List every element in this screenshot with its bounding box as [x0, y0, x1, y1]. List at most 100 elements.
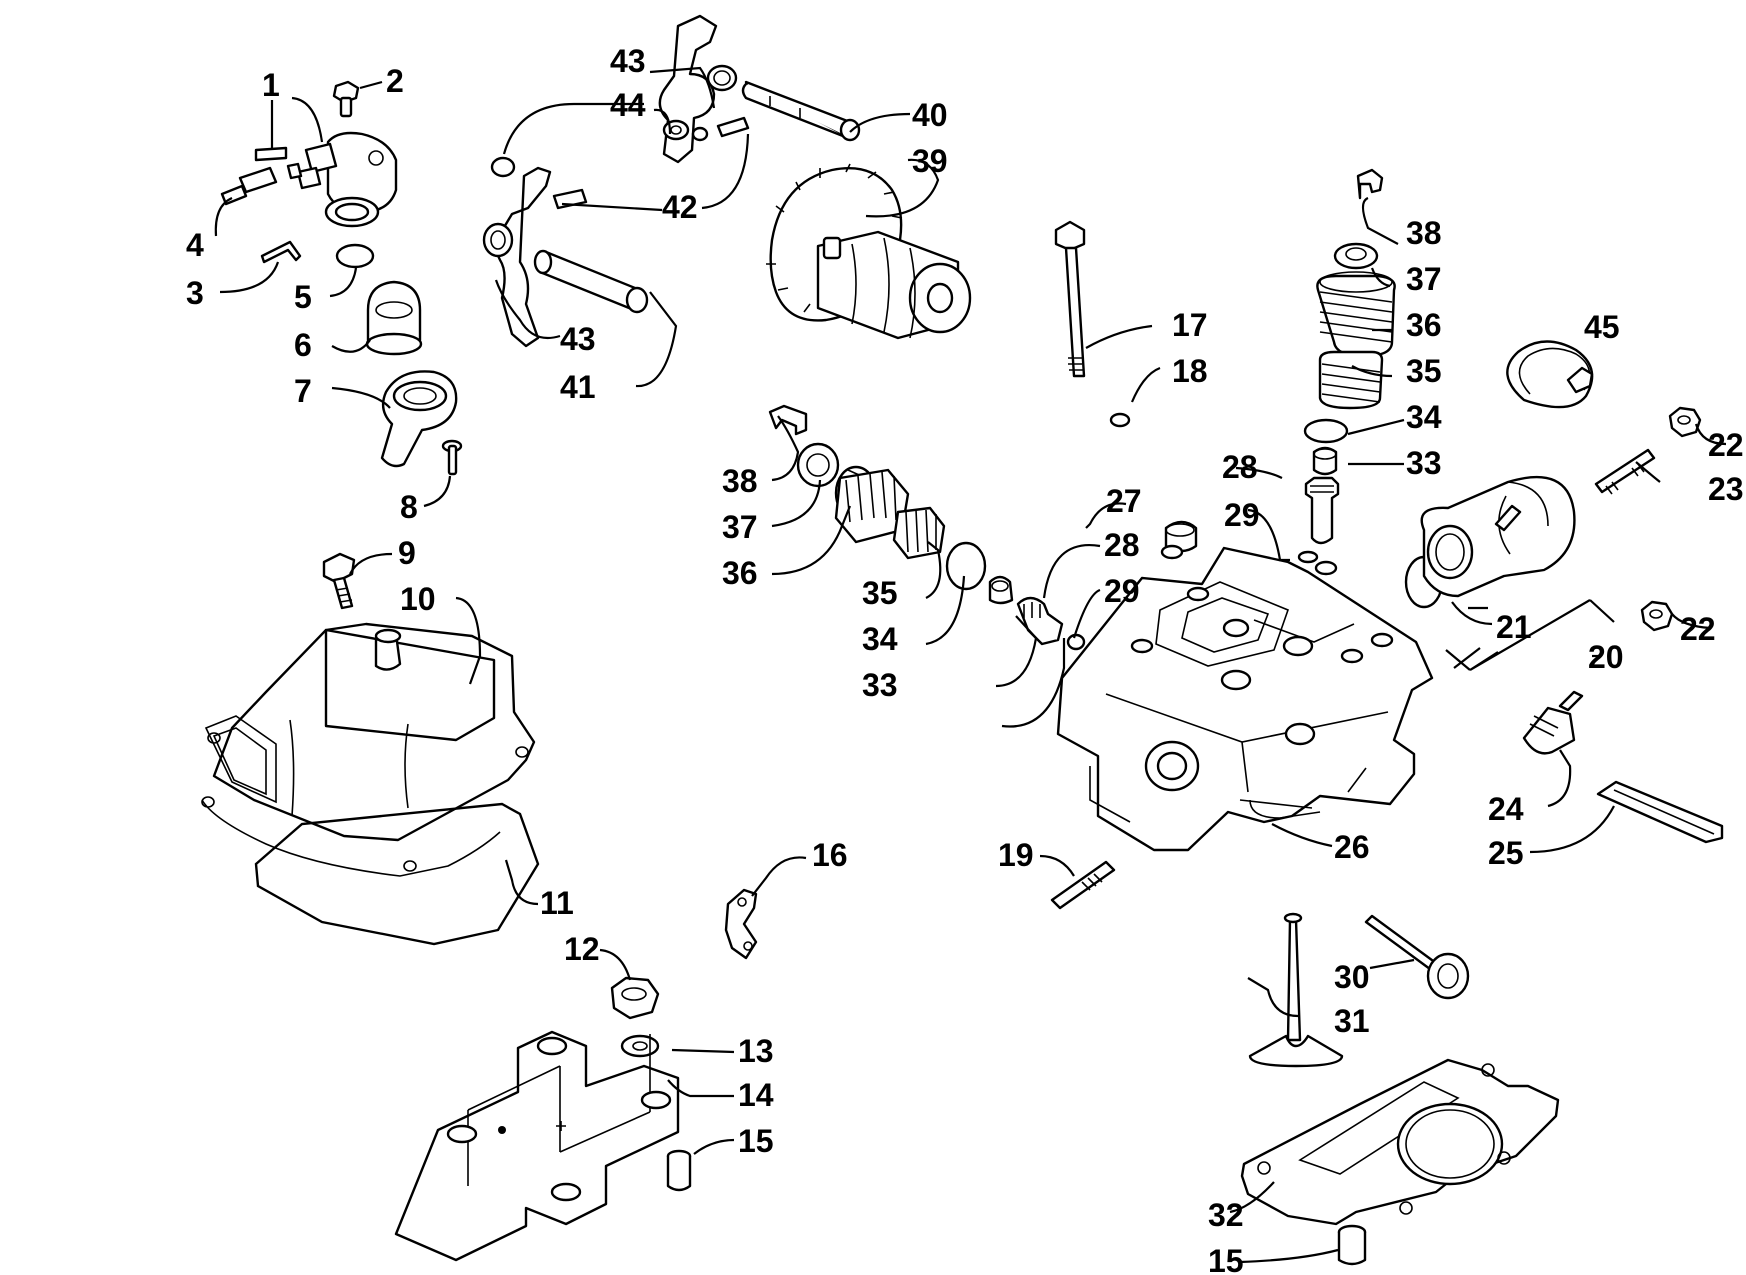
part-19-stud: [1050, 860, 1116, 910]
part-40-rocker-shaft: [741, 80, 861, 142]
part-38-keeper-right: [1356, 168, 1384, 200]
callout-25: 25: [1488, 835, 1524, 871]
callout-4: 4: [186, 227, 204, 263]
callout-18: 18: [1172, 353, 1208, 389]
callout-38b: 38: [1406, 215, 1442, 251]
part-5-o-ring: [335, 243, 375, 269]
valve-spring-group-right: [1297, 168, 1396, 564]
callout-7: 7: [294, 373, 312, 409]
callout-15b: 15: [1208, 1243, 1244, 1275]
callout-43b: 43: [560, 321, 596, 357]
callout-9: 9: [398, 535, 416, 571]
part-36-outer-spring-right: [1316, 271, 1396, 358]
rocker-arm-group: [482, 14, 861, 348]
callout-2: 2: [386, 63, 404, 99]
part-2-bolt: [332, 80, 360, 118]
callout-1: 1: [262, 67, 280, 103]
part-31-valve: [1248, 912, 1344, 1068]
callout-15a: 15: [738, 1123, 774, 1159]
part-28-valve-guide-left: [1016, 596, 1064, 646]
callout-42: 42: [662, 189, 698, 225]
callout-35b: 35: [1406, 353, 1442, 389]
part-22-nut-lower: [1640, 600, 1674, 632]
callout-17: 17: [1172, 307, 1208, 343]
part-34-washer-left: [945, 541, 987, 591]
callout-32: 32: [1208, 1197, 1244, 1233]
part-4-temperature-sensor: [220, 162, 303, 206]
part-15-dowel-left: [666, 1149, 692, 1192]
callout-21: 21: [1496, 609, 1532, 645]
callout-19: 19: [998, 837, 1034, 873]
part-44-nut: [662, 119, 690, 141]
callout-13: 13: [738, 1033, 774, 1069]
callout-35a: 35: [862, 575, 898, 611]
callout-5: 5: [294, 279, 312, 315]
callout-45: 45: [1584, 309, 1620, 345]
part-24-sensor: [1522, 690, 1584, 755]
part-43-rocker-arm-lower: [482, 166, 552, 348]
callout-29a: 29: [1104, 573, 1140, 609]
part-33-seal-right: [1312, 446, 1338, 476]
part-14-rocker-support: [394, 1030, 680, 1262]
part-10-valve-cover: [201, 622, 536, 877]
part-32-head-gasket: [1240, 1058, 1560, 1226]
part-35-inner-spring-left: [892, 506, 946, 560]
callout-26: 26: [1334, 829, 1370, 865]
part-26-cylinder-head: [1056, 544, 1434, 852]
part-6-cap: [365, 280, 423, 356]
callout-29b: 29: [1224, 497, 1260, 533]
part-7-thermostat-cover: [380, 370, 458, 468]
callout-43a: 43: [610, 43, 646, 79]
callout-24: 24: [1488, 791, 1524, 827]
callout-12: 12: [564, 931, 600, 967]
callout-44: 44: [610, 87, 646, 123]
callout-37a: 37: [722, 509, 758, 545]
callout-20: 20: [1588, 639, 1624, 675]
callout-37b: 37: [1406, 261, 1442, 297]
part-39-camshaft: [766, 163, 972, 340]
callout-22a: 22: [1708, 427, 1744, 463]
part-33-seal-left: [988, 575, 1014, 605]
callout-40: 40: [912, 97, 948, 133]
part-3-hex-key: [260, 240, 302, 264]
part-18-washer: [1109, 412, 1131, 428]
thermostat-housing-group: [220, 80, 463, 476]
part-12-nut: [610, 976, 660, 1020]
part-37-retainer-left: [796, 442, 840, 488]
part-44-nut-lower: [490, 156, 516, 178]
leader-lines: [214, 66, 1727, 1264]
callout-16: 16: [812, 837, 848, 873]
part-20-intake-assembly: [1404, 406, 1702, 669]
valve-spring-group-left: [768, 404, 1086, 651]
callout-22b: 22: [1680, 611, 1716, 647]
callout-41: 41: [560, 369, 596, 405]
callout-33b: 33: [1406, 445, 1442, 481]
part-30-valve: [1364, 914, 1470, 1000]
part-1-thermostat-housing: [296, 131, 398, 228]
part-16-bracket: [724, 888, 758, 960]
part-1-pin: [254, 146, 288, 162]
callout-36b: 36: [1406, 307, 1442, 343]
callout-23: 23: [1708, 471, 1744, 507]
callout-3: 3: [186, 275, 204, 311]
callout-8: 8: [400, 489, 418, 525]
callout-34b: 34: [1406, 399, 1442, 435]
part-29-o-ring-left: [1066, 633, 1086, 651]
part-41-rocker-shaft: [533, 249, 649, 314]
callout-36a: 36: [722, 555, 758, 591]
callout-27: 27: [1106, 483, 1142, 519]
callout-6: 6: [294, 327, 312, 363]
part-38-keeper-left: [768, 404, 808, 436]
part-35-inner-spring-right: [1318, 350, 1384, 410]
part-43-rocker-arm-upper: [658, 14, 738, 164]
callout-14: 14: [738, 1077, 774, 1113]
part-23-stud: [1594, 448, 1656, 495]
part-25-shim: [1596, 780, 1724, 844]
part-9-bolt: [322, 552, 356, 610]
part-13-washer: [620, 1034, 660, 1058]
part-17-stud: [1054, 220, 1086, 378]
callout-33a: 33: [862, 667, 898, 703]
part-15-dowel-right: [1337, 1224, 1367, 1266]
callout-28a: 28: [1104, 527, 1140, 563]
